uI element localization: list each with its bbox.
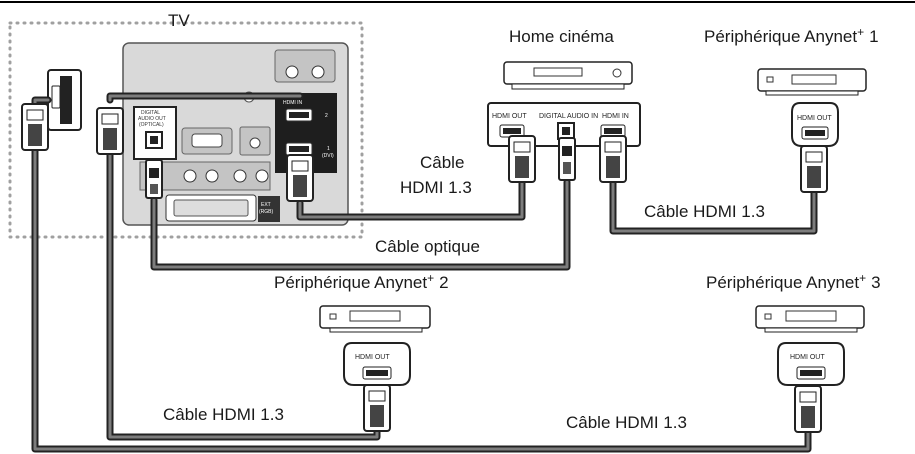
svg-text:(RGB): (RGB) xyxy=(259,209,274,215)
svg-text:HDMI OUT: HDMI OUT xyxy=(790,354,825,361)
cable-hdmi-right-label: Câble HDMI 1.3 xyxy=(644,202,765,221)
cable-optique-label: Câble optique xyxy=(375,237,480,256)
svg-text:HDMI OUT: HDMI OUT xyxy=(492,113,527,120)
svg-text:HDMI IN 3: HDMI IN 3 xyxy=(73,92,79,116)
anynet-device-3: Périphérique Anynet+3 HDMI OUT xyxy=(706,271,881,433)
cables xyxy=(31,92,818,453)
cable-hdmi-label-line2: HDMI 1.3 xyxy=(400,178,472,197)
anynet-device-1: Périphérique Anynet+1 HDMI OUT xyxy=(704,25,879,193)
tv-label: TV xyxy=(168,11,190,30)
hdmi-plug-hc-out xyxy=(508,135,536,183)
anynet3-label: Périphérique Anynet+3 xyxy=(706,271,881,292)
hdmi-plug-tv-side xyxy=(21,103,49,151)
hdmi-plug-left xyxy=(96,107,124,155)
svg-text:(DVI): (DVI) xyxy=(322,153,334,159)
svg-text:(OPTICAL): (OPTICAL) xyxy=(139,122,164,128)
svg-text:AUDIO OUT: AUDIO OUT xyxy=(138,116,166,122)
svg-text:1: 1 xyxy=(327,146,330,152)
svg-text:HDMI OUT: HDMI OUT xyxy=(355,354,390,361)
tv-side-hdmi-port: HDMI IN 3 xyxy=(47,69,82,131)
home-cinema-device: Home cinéma xyxy=(503,27,633,90)
cable-hdmi-label-line1: Câble xyxy=(420,153,464,172)
cable-hdmi-bottom-left-label: Câble HDMI 1.3 xyxy=(163,405,284,424)
svg-text:HDMI OUT: HDMI OUT xyxy=(797,115,832,122)
tv-frame xyxy=(8,21,364,239)
cable-hdmi-bottom-right-label: Câble HDMI 1.3 xyxy=(566,413,687,432)
svg-text:DIGITAL: DIGITAL xyxy=(141,110,160,116)
hdmi-plug-tv-hdmi1 xyxy=(286,154,314,202)
svg-text:HDMI IN: HDMI IN xyxy=(283,100,303,106)
svg-text:HDMI IN: HDMI IN xyxy=(602,113,629,120)
hdmi-plug-hc-in xyxy=(599,135,627,183)
svg-text:DIGITAL AUDIO IN: DIGITAL AUDIO IN xyxy=(539,113,598,120)
svg-text:EXT: EXT xyxy=(261,202,271,208)
svg-text:2: 2 xyxy=(325,113,328,119)
anynet-device-2: Périphérique Anynet+2 HDMI OUT xyxy=(274,271,449,432)
home-cinema-label: Home cinéma xyxy=(509,27,614,46)
optical-plug-hc xyxy=(558,137,576,181)
anynet1-label: Périphérique Anynet+1 xyxy=(704,25,879,46)
anynet2-label: Périphérique Anynet+2 xyxy=(274,271,449,292)
optical-plug-tv xyxy=(145,159,163,199)
